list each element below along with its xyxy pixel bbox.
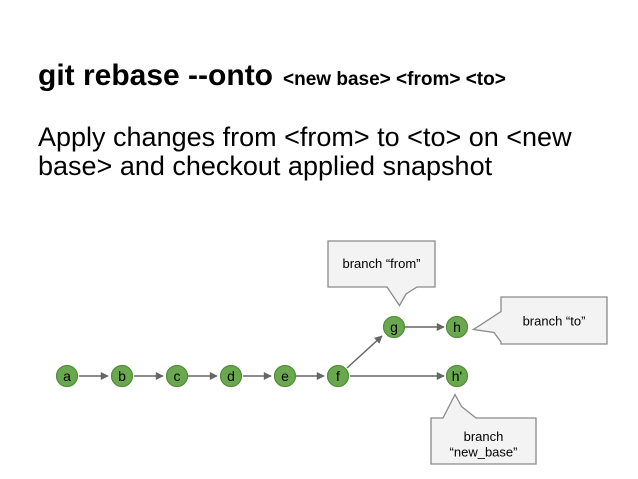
commit-label-h: h xyxy=(453,319,461,335)
callout-branch-from xyxy=(327,240,436,307)
callout-branch-new-base-label-line1: branch xyxy=(464,429,504,444)
page-title: git rebase --onto <new base> <from> <to> xyxy=(38,59,506,97)
commit-node-h-prime: h' xyxy=(445,364,469,388)
commit-label-e: e xyxy=(281,368,289,384)
commit-node-f: f xyxy=(326,364,350,388)
slide-description: Apply changes from <from> to <to> on <ne… xyxy=(38,122,572,181)
commit-circle-h xyxy=(445,315,469,339)
callout-branch-new-base xyxy=(430,393,537,465)
commit-node-d: d xyxy=(219,364,243,388)
commit-node-h: h xyxy=(445,315,469,339)
commit-node-b: b xyxy=(110,364,134,388)
callout-branch-new-base-label-line2: “new_base” xyxy=(450,445,518,460)
commit-circle-e xyxy=(273,364,297,388)
commit-label-f: f xyxy=(336,368,340,384)
commit-label-g: g xyxy=(390,319,398,335)
title-arguments: <new base> <from> <to> xyxy=(283,69,506,90)
callout-branch-from-label: branch “from” xyxy=(342,256,420,271)
callout-branch-to xyxy=(471,296,608,345)
commit-label-b: b xyxy=(118,368,126,384)
commit-node-a: a xyxy=(55,364,79,388)
commit-node-e: e xyxy=(273,364,297,388)
commit-circle-f xyxy=(326,364,350,388)
commit-node-c: c xyxy=(165,364,189,388)
commit-circle-h-prime xyxy=(445,364,469,388)
commit-node-g: g xyxy=(382,315,406,339)
arrow-f-to-g xyxy=(346,335,383,369)
commit-label-c: c xyxy=(174,368,181,384)
title-command: git rebase --onto xyxy=(38,59,274,92)
commit-circle-b xyxy=(110,364,134,388)
commit-label-a: a xyxy=(63,368,71,384)
callout-branch-to-label: branch “to” xyxy=(523,314,586,329)
commit-label-h-prime: h' xyxy=(452,368,462,384)
commit-label-d: d xyxy=(227,368,235,384)
commit-circle-g xyxy=(382,315,406,339)
commit-circle-d xyxy=(219,364,243,388)
commit-circle-a xyxy=(55,364,79,388)
commit-circle-c xyxy=(165,364,189,388)
